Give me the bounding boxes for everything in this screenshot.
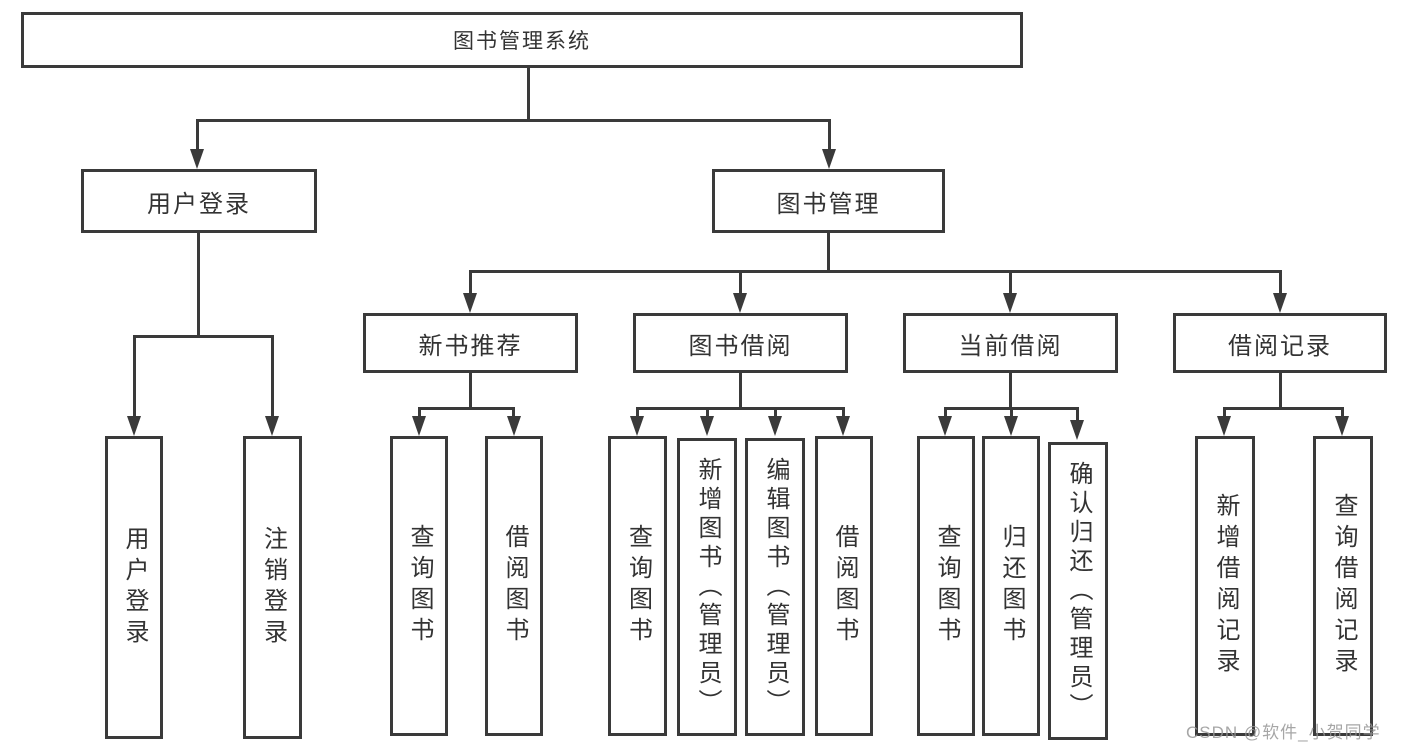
connector-line-root-stub [527, 68, 530, 122]
arrow-down-icon [822, 149, 836, 169]
leaf-edit-books-admin-label: 编辑图书（管理员） [762, 456, 789, 718]
connector-line-user-login-stub [197, 233, 200, 338]
connector-line-to-current-borrow [1009, 270, 1012, 297]
leaf-query-borrow-record-label: 查询借阅记录 [1330, 493, 1357, 679]
connector-line-book-borrow-stub [739, 373, 742, 410]
arrow-down-icon [1273, 293, 1287, 313]
arrow-down-icon [1003, 293, 1017, 313]
leaf-borrow-books-label: 借阅图书 [501, 524, 528, 648]
node-root: 图书管理系统 [21, 12, 1023, 68]
node-user-login-label: 用户登录 [147, 190, 251, 218]
leaf-add-borrow-record: 新增借阅记录 [1195, 436, 1255, 736]
connector-line-to-leaf [1341, 407, 1344, 421]
leaf-logout: 注销登录 [243, 436, 302, 739]
node-new-book-recommend: 新书推荐 [363, 313, 578, 373]
leaf-borrow-books: 借阅图书 [815, 436, 873, 736]
node-root-label: 图书管理系统 [453, 30, 591, 53]
arrow-down-icon [938, 416, 952, 436]
connector-line-to-leaf [706, 407, 709, 421]
arrow-down-icon [733, 293, 747, 313]
node-new-book-recommend-label: 新书推荐 [418, 332, 523, 360]
leaf-query-books-label: 查询图书 [406, 524, 433, 648]
leaf-query-books-label: 查询图书 [933, 524, 960, 648]
leaf-query-books-label: 查询图书 [624, 524, 652, 648]
leaf-return-books: 归还图书 [982, 436, 1040, 736]
arrow-down-icon [836, 416, 850, 436]
leaf-confirm-return-admin: 确认归还（管理员） [1048, 442, 1108, 740]
arrow-down-icon [1070, 420, 1084, 440]
node-borrowing-records-label: 借阅记录 [1228, 332, 1332, 360]
connector-line-borrow-records-children [1223, 407, 1344, 410]
connector-line-to-leaf [774, 407, 777, 421]
leaf-user-login: 用户登录 [105, 436, 163, 739]
connector-line-level1 [196, 119, 831, 122]
connector-line-to-leaf [1076, 407, 1079, 421]
connector-line-to-new-books [469, 270, 472, 297]
leaf-edit-books-admin: 编辑图书（管理员） [745, 438, 805, 736]
leaf-query-borrow-record: 查询借阅记录 [1313, 436, 1373, 736]
leaf-add-borrow-record-label: 新增借阅记录 [1212, 493, 1239, 679]
connector-line-to-borrow-records [1279, 270, 1282, 297]
arrow-down-icon [768, 416, 782, 436]
arrow-down-icon [265, 416, 279, 436]
node-book-borrowing-label: 图书借阅 [688, 332, 793, 360]
node-book-management-label: 图书管理 [776, 190, 881, 218]
connector-line-to-leaf [636, 407, 639, 421]
leaf-logout-label: 注销登录 [259, 525, 287, 650]
connector-line-current-borrow-stub [1009, 373, 1012, 410]
node-current-borrowing-label: 当前借阅 [958, 332, 1063, 360]
leaf-borrow-books-recommend: 借阅图书 [485, 436, 543, 736]
arrow-down-icon [1217, 416, 1231, 436]
arrow-down-icon [463, 293, 477, 313]
arrow-down-icon [412, 416, 426, 436]
connector-line-to-leaf [133, 335, 136, 420]
node-borrowing-records: 借阅记录 [1173, 313, 1387, 373]
arrow-down-icon [127, 416, 141, 436]
connector-line-level2 [469, 270, 1281, 273]
leaf-query-books-current: 查询图书 [917, 436, 975, 736]
connector-line-to-book-borrow [739, 270, 742, 297]
leaf-add-books-admin: 新增图书（管理员） [677, 438, 737, 736]
connector-line-book-borrow-children [636, 407, 845, 410]
arrow-down-icon [700, 416, 714, 436]
leaf-query-books-recommend: 查询图书 [390, 436, 448, 736]
arrow-down-icon [1335, 416, 1349, 436]
connector-line-user-login-children [133, 335, 274, 338]
connector-line-book-mgmt-stub [827, 233, 830, 273]
connector-line-to-leaf [512, 407, 515, 421]
watermark-text: CSDN @软件_小贺同学 [1186, 723, 1381, 742]
leaf-add-books-admin-label: 新增图书（管理员） [694, 456, 721, 718]
node-book-borrowing: 图书借阅 [633, 313, 848, 373]
connector-line-to-leaf [944, 407, 947, 421]
leaf-borrow-books-label: 借阅图书 [831, 524, 858, 648]
arrow-down-icon [630, 416, 644, 436]
connector-line-to-book-mgmt [828, 119, 831, 152]
leaf-query-books-borrowing: 查询图书 [608, 436, 667, 736]
connector-line-to-leaf [1223, 407, 1226, 421]
connector-line-to-leaf [418, 407, 421, 421]
leaf-user-login-label: 用户登录 [121, 525, 148, 650]
arrow-down-icon [507, 416, 521, 436]
connector-line-new-book-stub [469, 373, 472, 410]
arrow-down-icon [190, 149, 204, 169]
arrow-down-icon [1004, 416, 1018, 436]
connector-line-new-book-children [418, 407, 515, 410]
leaf-confirm-return-admin-label: 确认归还（管理员） [1065, 460, 1092, 722]
node-user-login: 用户登录 [81, 169, 317, 233]
connector-line-to-leaf [1010, 407, 1013, 421]
node-book-management: 图书管理 [712, 169, 945, 233]
connector-line-to-leaf [842, 407, 845, 421]
connector-line-to-user-login [196, 119, 199, 152]
connector-line-to-leaf [271, 335, 274, 420]
node-current-borrowing: 当前借阅 [903, 313, 1118, 373]
leaf-return-books-label: 归还图书 [998, 524, 1025, 648]
connector-line-borrow-records-stub [1279, 373, 1282, 410]
